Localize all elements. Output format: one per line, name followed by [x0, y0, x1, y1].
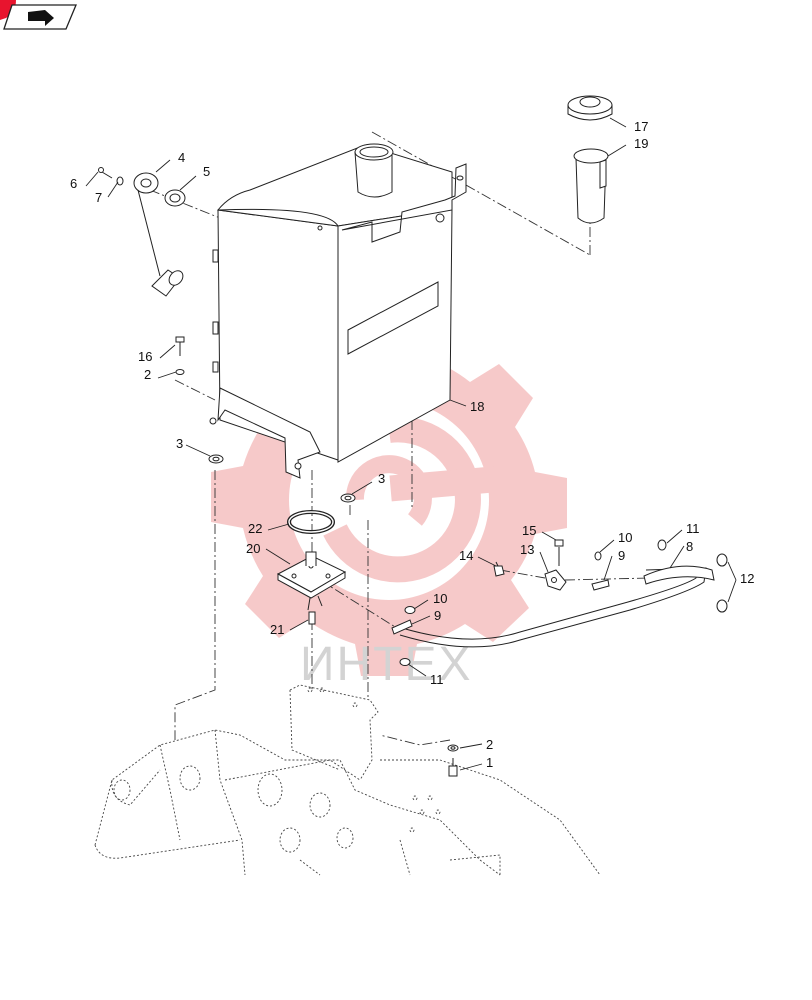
tank-side-tab-3 [212, 361, 219, 373]
callout-14: 14 [459, 548, 473, 563]
drain-plug [308, 611, 316, 625]
hose-clamp-right-top [594, 551, 602, 561]
filler-neck-rim [354, 143, 394, 161]
fuel-hose-outer [399, 567, 707, 648]
sender-washer [116, 176, 124, 186]
hose-clamp-left-top [404, 606, 416, 614]
callout-11-right: 11 [686, 521, 700, 536]
leader-lines [85, 117, 737, 771]
callout-15: 15 [522, 523, 536, 538]
filler-neck-inner [359, 146, 389, 158]
sender-screw-head [98, 167, 104, 173]
watermark-swirl [323, 416, 481, 583]
o-ring [287, 510, 335, 534]
callout-20: 20 [246, 541, 260, 556]
filler-strainer [573, 148, 609, 224]
pickup-plate [276, 551, 347, 611]
short-hose-right [591, 579, 610, 591]
callout-10-right: 10 [618, 530, 632, 545]
callout-3-right: 3 [378, 471, 385, 486]
hose-clamp-12-top [716, 553, 728, 567]
sender-arm [137, 189, 161, 277]
callout-11-left: 11 [430, 672, 444, 687]
watermark-text: ИНТЕХ [300, 638, 473, 691]
callout-16: 16 [138, 349, 152, 364]
sender-head-inner [140, 178, 152, 188]
fuel-tank [209, 143, 467, 479]
callout-9-right: 9 [618, 548, 625, 563]
back-nav-button[interactable] [0, 0, 77, 30]
callout-22: 22 [248, 521, 262, 536]
callout-4: 4 [178, 150, 185, 165]
tank-front-edge [217, 208, 339, 227]
callout-17: 17 [634, 119, 648, 134]
bracket-slot [456, 175, 464, 181]
callout-21: 21 [270, 622, 284, 637]
frame-hardware [447, 744, 459, 777]
fuel-level-sender [98, 167, 186, 297]
callout-9-left: 9 [434, 608, 441, 623]
mount-hardware-right [340, 493, 356, 503]
sender-screw [101, 171, 113, 179]
machine-frame [94, 684, 601, 876]
tank-top-face [217, 144, 453, 227]
turn-back-arrow-icon [28, 10, 54, 26]
tank-side-tab-2 [212, 321, 219, 335]
tank-bottom-flange [217, 387, 321, 479]
callout-labels: 6 7 4 5 16 2 3 3 17 19 18 22 20 21 14 15… [70, 119, 754, 770]
callout-12: 12 [740, 571, 754, 586]
short-hose-left [391, 619, 413, 635]
hose-8 [643, 565, 715, 585]
tank-bolt-2 [435, 213, 445, 223]
callout-2-lower: 2 [486, 737, 493, 752]
hose-clamp-12-bottom [716, 599, 728, 613]
fuel-hose-assembly [391, 539, 728, 666]
tank-label-plate [347, 281, 439, 355]
callout-10-left: 10 [433, 591, 447, 606]
callout-19: 19 [634, 136, 648, 151]
shutoff-valve [544, 539, 567, 591]
watermark-inner-arc [345, 455, 432, 526]
valve-screw [493, 561, 505, 577]
mount-hardware-left [175, 336, 224, 464]
tank-bolt-1 [317, 225, 323, 231]
filler-neck [354, 151, 393, 198]
flange-bolt-hole-left [209, 417, 217, 425]
callout-6: 6 [70, 176, 77, 191]
callout-3-left: 3 [176, 436, 183, 451]
filler-cap [567, 95, 613, 121]
fuel-hose-inner [401, 571, 698, 640]
callout-5: 5 [203, 164, 210, 179]
watermark-bar [389, 465, 512, 502]
sender-gasket-hole [169, 193, 181, 203]
flange-bolt-hole-right [294, 462, 302, 470]
callout-2-upper: 2 [144, 367, 151, 382]
callout-8: 8 [686, 539, 693, 554]
callout-7: 7 [95, 190, 102, 205]
sender-float-end [168, 270, 184, 286]
hose-clamp-left-bottom [399, 658, 411, 666]
callout-1: 1 [486, 755, 493, 770]
callout-18: 18 [470, 399, 484, 414]
tank-mount-bracket [341, 163, 467, 243]
tank-side-tab-1 [212, 249, 219, 263]
callout-13: 13 [520, 542, 534, 557]
hose-clamp-11 [657, 539, 667, 551]
sender-gasket [164, 189, 186, 207]
